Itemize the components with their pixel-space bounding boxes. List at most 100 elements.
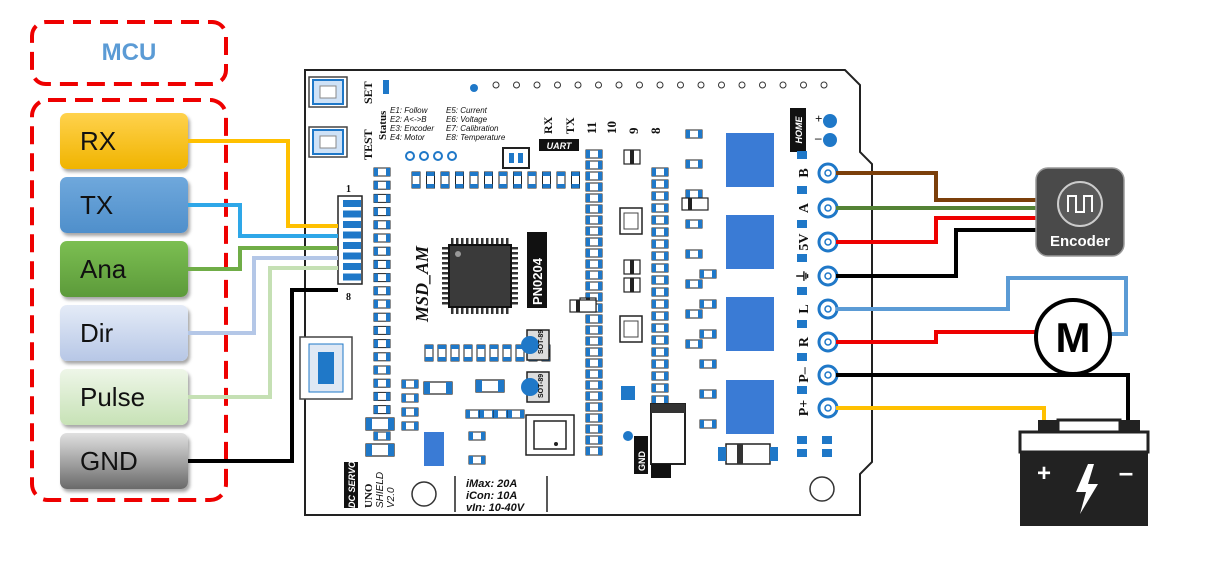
- smd-part: [513, 171, 522, 189]
- chip-pin: [442, 292, 449, 295]
- smd-part: [585, 182, 603, 192]
- smd-part: [651, 215, 669, 225]
- smd-part: [585, 446, 603, 456]
- chip-pin: [511, 252, 518, 255]
- smd-part: [651, 347, 669, 357]
- chip-pin: [506, 238, 509, 245]
- smd-part: [450, 344, 460, 362]
- wire-tx: [188, 203, 338, 238]
- smd-part: [585, 314, 603, 324]
- mark-dot: [470, 84, 478, 92]
- wire-battery-minus: [836, 373, 1130, 432]
- terminal-label-2: 5V: [797, 233, 812, 250]
- smd-part: [373, 207, 391, 217]
- smd-part: [373, 378, 391, 388]
- capacitor-pad: [424, 432, 444, 466]
- home-minus: –: [814, 130, 822, 145]
- smd-part: [373, 246, 391, 256]
- bottom-diode: [718, 443, 778, 465]
- mcu-pins-outline: [30, 98, 228, 502]
- mounting-hole-right: [809, 476, 835, 502]
- mcu-pin-rx-label: RX: [80, 125, 117, 156]
- home-plus: +: [815, 111, 822, 126]
- smd-part: [373, 312, 391, 322]
- terminal-7: P+: [797, 386, 839, 419]
- chip-pin: [466, 238, 469, 245]
- terminal-pad: [797, 254, 807, 262]
- pin-8-label: 8: [648, 127, 663, 134]
- chip-pin: [476, 238, 479, 245]
- home-badge: [790, 108, 806, 152]
- home-plus-pad: [823, 114, 837, 128]
- smd-part: [685, 219, 703, 229]
- sot23-chip: [619, 315, 643, 343]
- chip-pin: [486, 238, 489, 245]
- terminal-label-4: L: [797, 304, 812, 313]
- smd-part: [373, 431, 391, 441]
- smd-part: [585, 237, 603, 247]
- terminal-5: R: [797, 320, 839, 353]
- chip-pin: [442, 302, 449, 305]
- motor-label: M: [1056, 314, 1091, 361]
- smd-part: [585, 193, 603, 203]
- smd-part: [685, 159, 703, 169]
- smd-part: [651, 287, 669, 297]
- wire-ana: [188, 246, 338, 271]
- smd-part: [373, 365, 391, 375]
- chip-pin: [442, 257, 449, 260]
- test-button: [308, 126, 348, 158]
- smd-part: [373, 325, 391, 335]
- mcu-pin-gnd-label: GND: [80, 445, 138, 476]
- blue-pad: [621, 386, 635, 400]
- smd-part: [468, 431, 486, 441]
- err-e1: E1: Follow: [390, 106, 429, 115]
- sot89-regulator-2: [521, 371, 550, 403]
- uart-label: UART: [547, 141, 573, 151]
- diode: [623, 149, 641, 165]
- smd-part: [476, 344, 486, 362]
- header-hole: [615, 81, 623, 89]
- smd-part: [440, 171, 450, 189]
- header-hole: [554, 81, 561, 89]
- output-wires: [836, 171, 1130, 432]
- smd-part: [455, 171, 464, 189]
- smd-part: [651, 179, 669, 189]
- smd-part: [527, 171, 537, 189]
- chip-pin: [442, 247, 449, 250]
- err-e8: E8: Temperature: [446, 133, 506, 142]
- encoder-label: Encoder: [1050, 233, 1110, 250]
- usb-connector: [299, 336, 353, 400]
- mcu-pin-pulse-label: Pulse: [80, 381, 146, 412]
- chip-pin: [481, 307, 484, 314]
- smd-part: [699, 359, 717, 369]
- chip-pin: [511, 287, 518, 290]
- pin-10-label: 10: [604, 121, 619, 134]
- smd-part: [373, 259, 391, 269]
- err-e7: E7: Calibration: [446, 124, 499, 133]
- smd-part: [685, 339, 703, 349]
- mcu-pin-ana: Ana: [60, 241, 188, 297]
- chip-pin: [511, 292, 518, 295]
- smd-part: [469, 171, 479, 189]
- shield-label: SHIELD: [375, 472, 386, 508]
- smd-part: [685, 189, 703, 199]
- smd-part: [651, 395, 669, 405]
- smd-part: [699, 389, 717, 399]
- smd-part: [373, 180, 391, 190]
- smd-part: [373, 220, 391, 230]
- chip-pin: [496, 307, 499, 314]
- chip-pin: [442, 262, 449, 265]
- wire-gnd: [188, 288, 338, 463]
- smd-part: [437, 344, 447, 362]
- smd-part: [651, 251, 669, 261]
- mcu-title: MCU: [101, 39, 157, 66]
- chip-pin: [442, 252, 449, 255]
- battery-minus-label: –: [1119, 457, 1133, 487]
- chip-pin: [511, 302, 518, 305]
- smd-part: [585, 325, 603, 335]
- sot89-label-2: SOT-89: [538, 374, 545, 398]
- chip-pin: [511, 297, 518, 300]
- smd-diode: [569, 299, 597, 313]
- smd-part: [585, 391, 603, 401]
